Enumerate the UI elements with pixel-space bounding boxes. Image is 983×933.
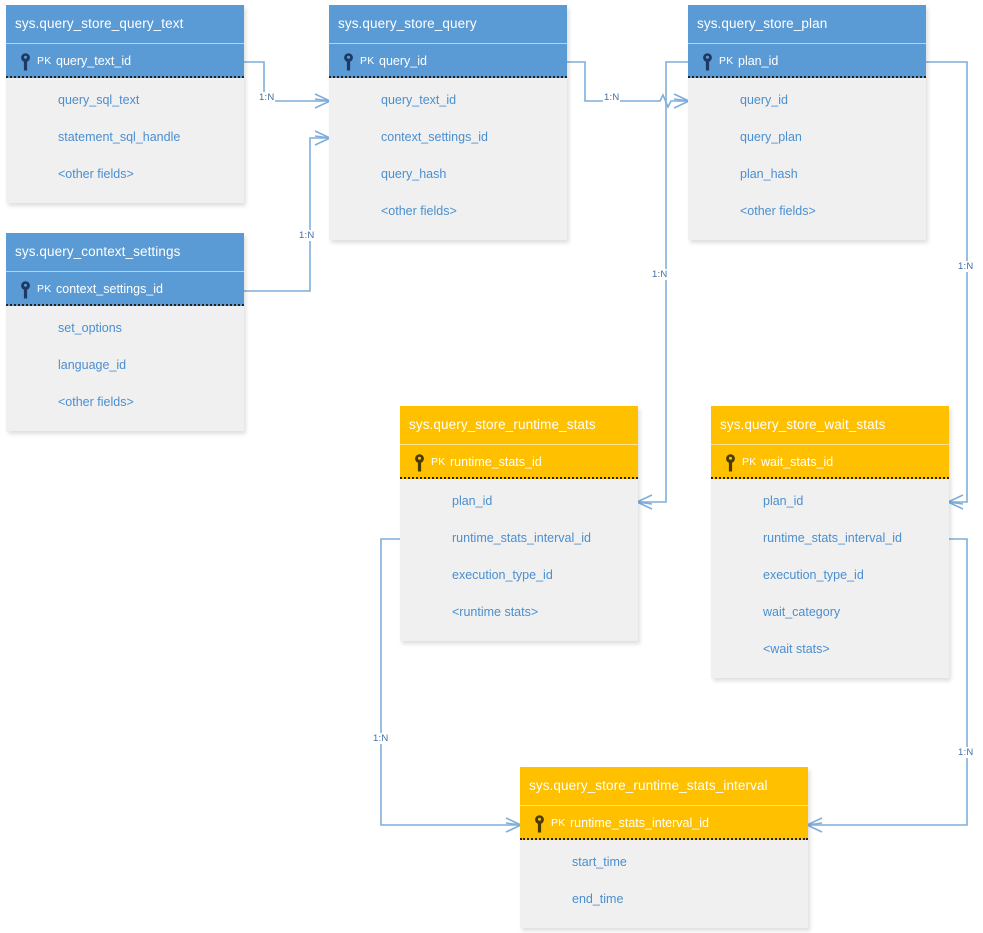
- entity-query-store-query[interactable]: sys.query_store_query PK query_id query_…: [329, 5, 567, 240]
- entity-field: language_id: [58, 358, 127, 372]
- entity-primary-key-row: PK query_text_id: [6, 43, 244, 78]
- entity-query-store-runtime-stats-interval[interactable]: sys.query_store_runtime_stats_interval P…: [520, 767, 808, 928]
- entity-primary-key-row: PK context_settings_id: [6, 271, 244, 306]
- cardinality-label-r5: 1:N: [957, 261, 975, 272]
- key-icon: [415, 454, 424, 472]
- entity-field: plan_hash: [740, 167, 798, 181]
- entity-field: query_hash: [381, 167, 447, 181]
- cardinality-label-r7: 1:N: [957, 747, 975, 758]
- entity-title: sys.query_store_runtime_stats_interval: [520, 767, 808, 805]
- pk-badge: PK: [719, 55, 734, 67]
- entity-field: wait_category: [763, 605, 841, 619]
- entity-field: <other fields>: [58, 167, 134, 181]
- entity-field: query_id: [740, 93, 788, 107]
- entity-title: sys.query_store_wait_stats: [711, 406, 949, 444]
- entity-field: query_text_id: [381, 93, 457, 107]
- entity-title: sys.query_store_query_text: [6, 5, 244, 43]
- pk-field-name: plan_id: [738, 54, 779, 68]
- entity-field-list: start_time end_time: [520, 840, 808, 928]
- key-icon: [726, 454, 735, 472]
- entity-field: plan_id: [452, 494, 493, 508]
- entity-field: query_plan: [740, 130, 802, 144]
- relationship-query-to-plan: [567, 61, 691, 109]
- relationship-query-text-to-query: [244, 61, 332, 109]
- entity-field: plan_id: [763, 494, 804, 508]
- cardinality-label-r6: 1:N: [372, 733, 390, 744]
- entity-field: query_sql_text: [58, 93, 140, 107]
- entity-primary-key-row: PK query_id: [329, 43, 567, 78]
- entity-title: sys.query_store_runtime_stats: [400, 406, 638, 444]
- relationship-context-settings-to-query: [244, 130, 332, 292]
- entity-field: <wait stats>: [763, 642, 830, 656]
- entity-query-store-plan[interactable]: sys.query_store_plan PK plan_id query_id…: [688, 5, 926, 240]
- entity-field: <runtime stats>: [452, 605, 539, 619]
- entity-field-list: query_sql_text statement_sql_handle <oth…: [6, 78, 244, 203]
- entity-field: set_options: [58, 321, 122, 335]
- entity-title: sys.query_store_plan: [688, 5, 926, 43]
- pk-field-name: query_text_id: [56, 54, 132, 68]
- entity-primary-key-row: PK plan_id: [688, 43, 926, 78]
- cardinality-label-r4: 1:N: [651, 269, 669, 280]
- entity-field: statement_sql_handle: [58, 130, 181, 144]
- key-icon: [21, 281, 30, 299]
- pk-badge: PK: [37, 55, 52, 67]
- cardinality-label-r1: 1:N: [258, 92, 276, 103]
- entity-field: runtime_stats_interval_id: [452, 531, 591, 545]
- cardinality-label-r2: 1:N: [298, 230, 316, 241]
- pk-badge: PK: [37, 283, 52, 295]
- key-icon: [344, 53, 353, 71]
- pk-badge: PK: [551, 817, 566, 829]
- pk-badge: PK: [360, 55, 375, 67]
- entity-field-list: plan_id runtime_stats_interval_id execut…: [400, 479, 638, 641]
- pk-badge: PK: [431, 456, 446, 468]
- pk-field-name: query_id: [379, 54, 427, 68]
- pk-field-name: runtime_stats_interval_id: [570, 816, 709, 830]
- entity-title: sys.query_store_query: [329, 5, 567, 43]
- entity-field-list: set_options language_id <other fields>: [6, 306, 244, 431]
- entity-primary-key-row: PK runtime_stats_interval_id: [520, 805, 808, 840]
- entity-field: start_time: [572, 855, 627, 869]
- entity-query-store-runtime-stats[interactable]: sys.query_store_runtime_stats PK runtime…: [400, 406, 638, 641]
- entity-query-store-wait-stats[interactable]: sys.query_store_wait_stats PK wait_stats…: [711, 406, 949, 678]
- entity-field-list: plan_id runtime_stats_interval_id execut…: [711, 479, 949, 678]
- entity-title: sys.query_context_settings: [6, 233, 244, 271]
- entity-field: runtime_stats_interval_id: [763, 531, 902, 545]
- entity-field-list: query_text_id context_settings_id query_…: [329, 78, 567, 240]
- relationship-plan-to-runtime-stats: [635, 61, 688, 510]
- pk-badge: PK: [742, 456, 757, 468]
- entity-query-store-query-text[interactable]: sys.query_store_query_text PK query_text…: [6, 5, 244, 203]
- cardinality-label-r3: 1:N: [603, 92, 621, 103]
- entity-primary-key-row: PK runtime_stats_id: [400, 444, 638, 479]
- pk-field-name: wait_stats_id: [761, 455, 834, 469]
- entity-field: execution_type_id: [452, 568, 553, 582]
- entity-field: context_settings_id: [381, 130, 489, 144]
- entity-field: end_time: [572, 892, 624, 906]
- entity-field: execution_type_id: [763, 568, 864, 582]
- key-icon: [703, 53, 712, 71]
- entity-field: <other fields>: [381, 204, 457, 218]
- entity-field: <other fields>: [58, 395, 134, 409]
- entity-primary-key-row: PK wait_stats_id: [711, 444, 949, 479]
- key-icon: [21, 53, 30, 71]
- key-icon: [535, 815, 544, 833]
- pk-field-name: context_settings_id: [56, 282, 164, 296]
- pk-field-name: runtime_stats_id: [450, 455, 542, 469]
- entity-query-context-settings[interactable]: sys.query_context_settings PK context_se…: [6, 233, 244, 431]
- entity-field-list: query_id query_plan plan_hash <other fie…: [688, 78, 926, 240]
- entity-field: <other fields>: [740, 204, 816, 218]
